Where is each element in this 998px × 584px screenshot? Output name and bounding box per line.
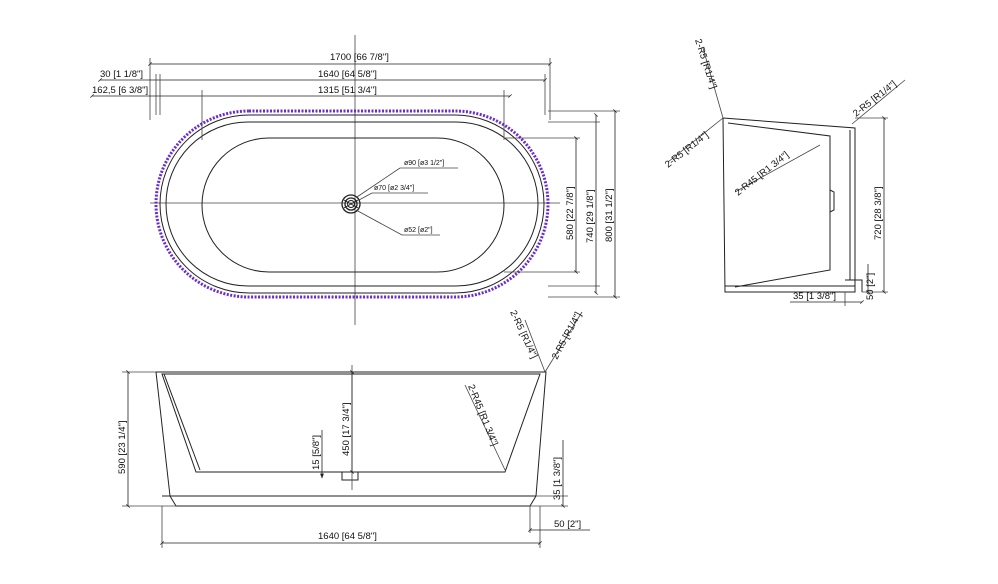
side-drain xyxy=(341,471,359,481)
side-height-590-label: 590 [23 1/4"] xyxy=(117,420,128,474)
end-radius-r45-label: 2-R45 [R1 3/4"] xyxy=(733,150,791,199)
drain-dia-70-label: ø70 [ø2 3/4"] xyxy=(374,185,414,192)
overall-length-label: 1700 [66 7/8"] xyxy=(330,52,389,63)
side-foot-50-label: 50 [2"] xyxy=(554,519,581,530)
tub-rim-inner xyxy=(165,121,539,287)
width-580-label: 580 [22 7/8"] xyxy=(565,186,576,240)
side-view: 2-R5 [R1/4"] 2-R5 [R1/4"] 2-R45 [R1 3/4"… xyxy=(117,309,590,548)
side-depth-450-label: 450 [17 3/4"] xyxy=(341,402,352,456)
width-740-label: 740 [29 1/8"] xyxy=(585,189,596,243)
drain-dia-52-label: ø52 [ø2"] xyxy=(404,227,433,234)
end-base-35-label: 35 [1 3/8"] xyxy=(793,291,836,302)
drain-icon xyxy=(341,194,361,214)
end-inner-basin xyxy=(727,122,831,288)
side-base-35-label: 35 [1 3/8"] xyxy=(552,457,563,500)
top-view: ø90 [ø3 1/2"] ø70 [ø2 3/4"] ø52 [ø2"] 17… xyxy=(90,35,620,325)
side-radius-r45-label: 2-R45 [R1 3/4"] xyxy=(465,383,500,448)
inner-offset-label: 162,5 [6 3/8"] xyxy=(92,85,148,96)
end-view: 2-R5 [R1/4"] 2-R5 [R1/4"] 2-R5 [R1/4"] 2… xyxy=(663,38,906,306)
side-radius-r5-a-label: 2-R5 [R1/4"] xyxy=(507,309,539,361)
inner-length-label: 1315 [51 3/4"] xyxy=(318,85,377,96)
side-base-plinth xyxy=(162,495,536,507)
end-radius-r5-top-label: 2-R5 [R1/4"] xyxy=(692,38,719,91)
side-inner-basin xyxy=(161,373,541,473)
outer-length-label: 1640 [64 5/8"] xyxy=(318,69,377,80)
side-base-length-label: 1640 [64 5/8"] xyxy=(318,531,377,542)
side-slope-15-label: 15 [5/8"] xyxy=(311,435,322,470)
tub-overflow-rim xyxy=(154,109,550,299)
end-radius-r5-right-label: 2-R5 [R1/4"] xyxy=(851,79,899,120)
rim-offset-label: 30 [1 1/8"] xyxy=(100,69,143,80)
end-height-720-label: 720 [28 3/8"] xyxy=(873,186,884,240)
end-foot-50-label: 50 [2"] xyxy=(865,273,876,300)
drain-dia-90-label: ø90 [ø3 1/2"] xyxy=(404,160,444,167)
end-radius-r5-left-label: 2-R5 [R1/4"] xyxy=(663,130,711,171)
tub-outer-outline xyxy=(159,114,545,294)
side-radius-r5-b-label: 2-R5 [R1/4"] xyxy=(550,310,584,361)
end-outer-shell xyxy=(722,117,856,293)
width-800-label: 800 [31 1/2"] xyxy=(604,188,615,242)
tub-basin-floor xyxy=(201,137,505,273)
